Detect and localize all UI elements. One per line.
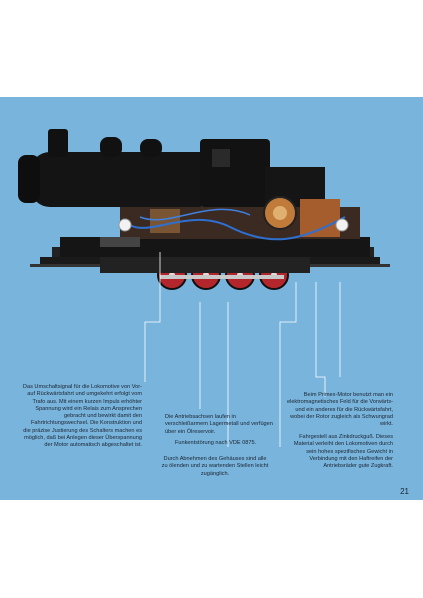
caption-funkentstoerung-text: Funkentstörung nach VDE 0875. bbox=[175, 440, 257, 446]
caption-gehaeuse-text: Durch Abnehmen des Gehäuses sind alle zu… bbox=[161, 456, 269, 477]
leader-lines bbox=[144, 252, 341, 447]
caption-fahrgestell: Fahrgestell aus Zinkdruckguß. Dieses Mat… bbox=[283, 434, 393, 470]
caption-funkentstoerung: Funkentstörung nach VDE 0875. bbox=[175, 440, 285, 447]
caption-primex-motor: Beim Primex-Motor benutzt man ein elektr… bbox=[283, 392, 393, 428]
caption-primex-motor-text: Beim Primex-Motor benutzt man ein elektr… bbox=[286, 392, 393, 428]
caption-umschaltsignal-text: Das Umschaltsignal für die Lokomotive vo… bbox=[22, 384, 142, 449]
caption-antriebsachsen-text: Die Antriebsachsen laufen in verschleißa… bbox=[165, 414, 273, 435]
caption-antriebsachsen: Die Antriebsachsen laufen in verschleißa… bbox=[165, 414, 275, 436]
caption-gehaeuse: Durch Abnehmen des Gehäuses sind alle zu… bbox=[160, 456, 270, 478]
caption-fahrgestell-text: Fahrgestell aus Zinkdruckguß. Dieses Mat… bbox=[293, 434, 393, 470]
caption-umschaltsignal: Das Umschaltsignal für die Lokomotive vo… bbox=[22, 384, 142, 450]
page-number: 21 bbox=[400, 487, 409, 496]
locomotive-cutaway-photo bbox=[18, 129, 390, 290]
